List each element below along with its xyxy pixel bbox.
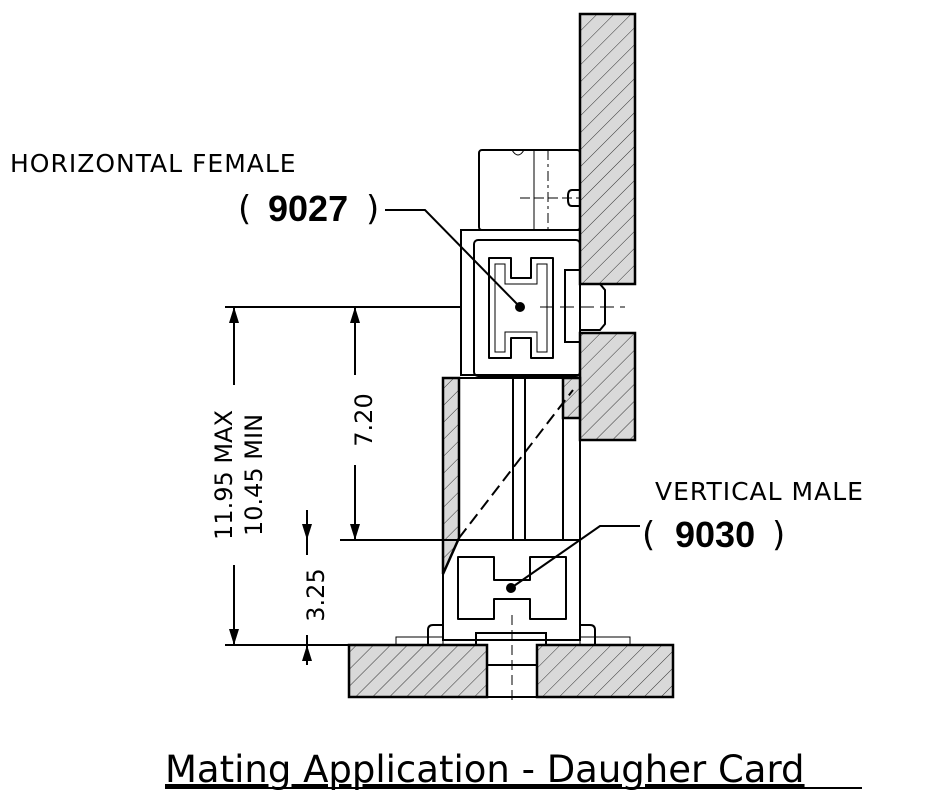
- base-board: [347, 643, 675, 699]
- daughter-card-plate: [578, 12, 637, 442]
- horizontal-female-part-number: 9027: [268, 188, 348, 229]
- dimension-upper: 7.20: [350, 393, 378, 446]
- drawing-caption: Mating Application - Daugher Card: [165, 748, 805, 791]
- dimension-lines: [225, 209, 640, 665]
- vertical-male-label: VERTICAL MALE: [655, 477, 864, 506]
- dimension-max: 11.95 MAX: [210, 410, 238, 540]
- paren-close: ): [366, 189, 379, 229]
- vertical-male-part-number: 9030: [675, 514, 755, 555]
- dimension-min: 10.45 MIN: [240, 414, 268, 536]
- horizontal-female-connector: [460, 149, 625, 377]
- paren-open: (: [238, 189, 251, 229]
- vertical-male-connector: [395, 376, 631, 700]
- paren-open: (: [642, 515, 655, 555]
- dimension-lower: 3.25: [302, 568, 330, 621]
- paren-close: ): [772, 515, 785, 555]
- horizontal-female-label: HORIZONTAL FEMALE: [10, 149, 297, 178]
